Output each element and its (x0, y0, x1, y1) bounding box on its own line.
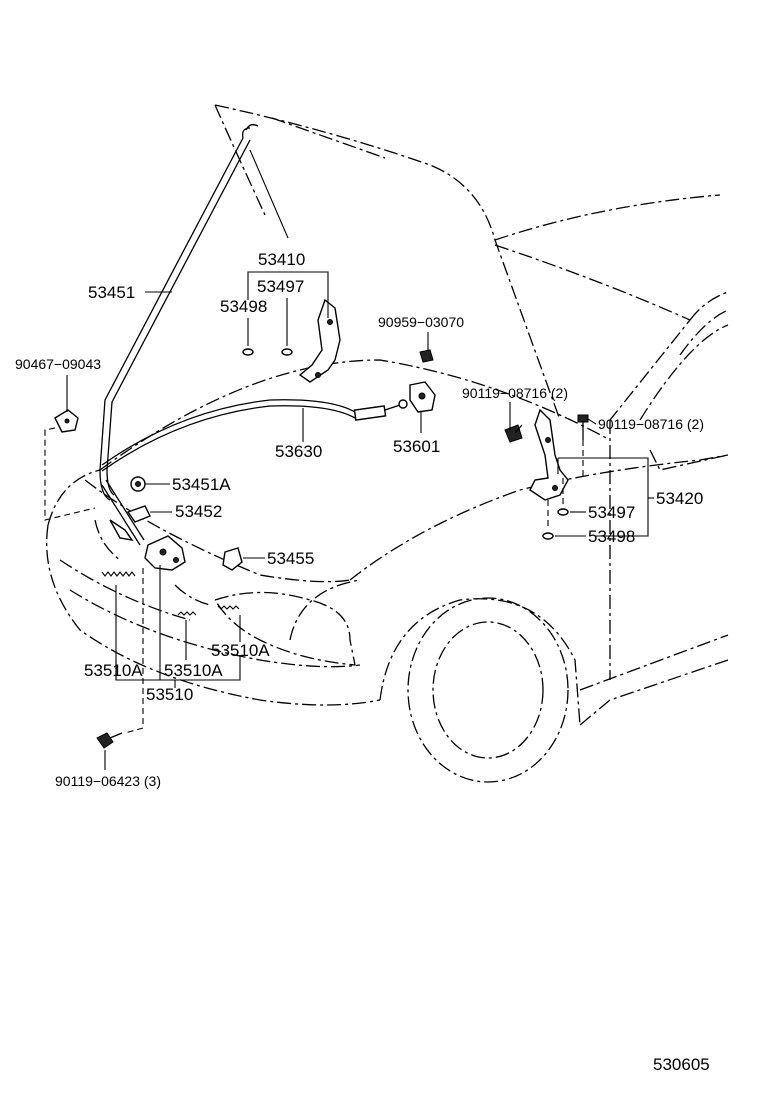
label-53451A: 53451A (172, 475, 231, 494)
label-53510A-left: 53510A (84, 661, 143, 680)
label-53497-bottom: 53497 (588, 503, 635, 522)
small-parts-left (54, 409, 243, 749)
part-labels: 53410 53497 53498 53451 90467−09043 9095… (15, 250, 710, 1074)
hood-release-cable (101, 399, 408, 541)
label-53601: 53601 (393, 437, 440, 456)
label-53452: 53452 (175, 502, 222, 521)
label-90467-09043: 90467−09043 (15, 356, 101, 372)
leader-lines (44, 149, 654, 770)
label-53510A-mid: 53510A (164, 661, 223, 680)
label-90959-03070: 90959−03070 (378, 314, 464, 330)
label-53420: 53420 (656, 489, 703, 508)
label-53498-top: 53498 (220, 297, 267, 316)
label-53498-bottom: 53498 (588, 527, 635, 546)
label-53510: 53510 (146, 685, 193, 704)
hood-hinge-right (504, 408, 589, 540)
hood-lock-assembly (409, 349, 436, 413)
label-53410: 53410 (258, 250, 305, 269)
label-90119-08716-a: 90119−08716 (2) (462, 385, 568, 401)
label-53630: 53630 (275, 442, 322, 461)
hood-support-rod (99, 123, 259, 546)
car-body-outline (46, 104, 729, 783)
label-53455: 53455 (267, 549, 314, 568)
label-53497-top: 53497 (257, 277, 304, 296)
label-53451: 53451 (88, 283, 135, 302)
label-53510A-right: 53510A (211, 641, 270, 660)
hood-hinge-left (242, 298, 341, 383)
label-90119-06423: 90119−06423 (3) (55, 773, 161, 789)
label-90119-08716-b: 90119−08716 (2) (598, 416, 704, 432)
diagram-code: 530605 (653, 1055, 710, 1074)
